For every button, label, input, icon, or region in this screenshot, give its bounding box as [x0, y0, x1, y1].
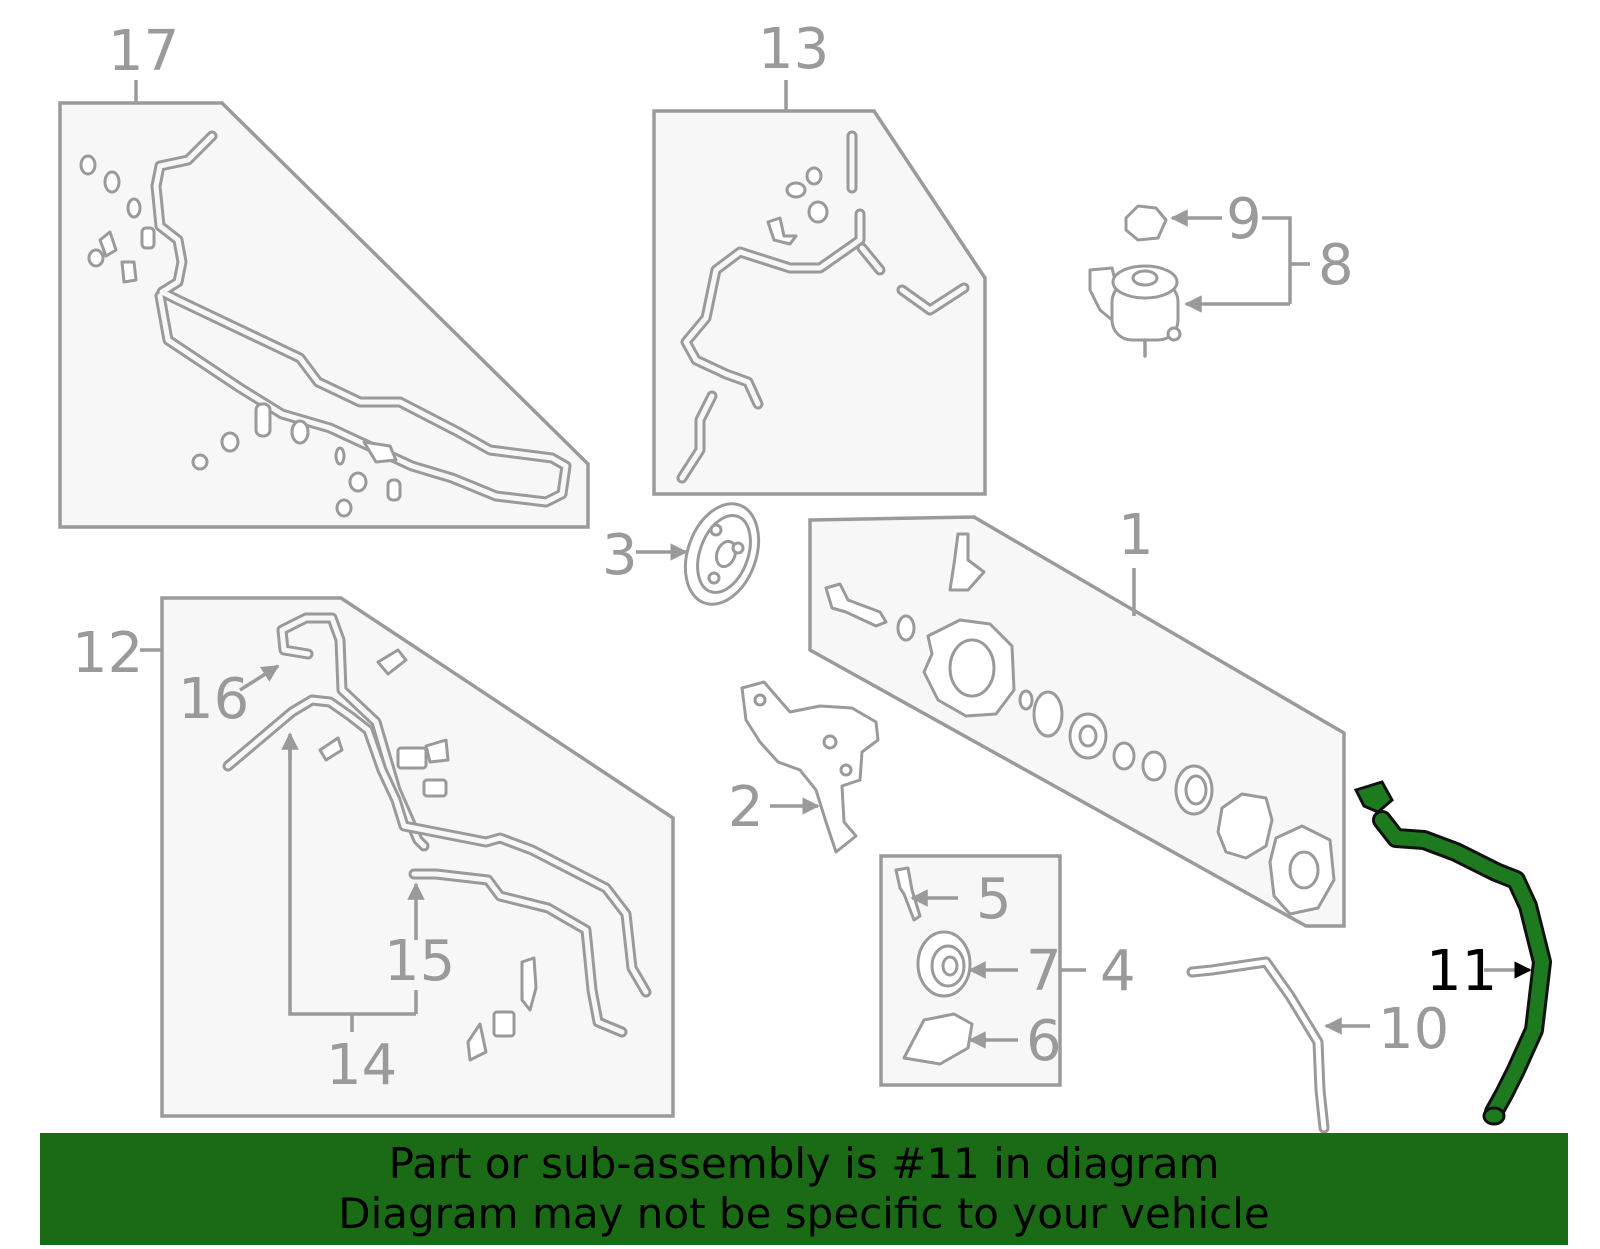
part-14-pipe	[222, 694, 652, 998]
part-6-cover	[902, 1012, 974, 1066]
callout-12: 12	[72, 621, 143, 686]
callout-5: 5	[976, 867, 1012, 932]
part-5-bolt	[894, 866, 922, 922]
part-10-return-hose	[1186, 956, 1330, 1134]
callout-11: 11	[1426, 939, 1497, 1004]
callout-1: 1	[1118, 503, 1154, 568]
callout-2: 2	[728, 775, 764, 840]
part-13-fittings	[766, 166, 829, 246]
part-3-pulley	[683, 502, 761, 606]
panel-1: 1	[808, 503, 1346, 928]
callout-17: 17	[108, 19, 179, 84]
callout-15: 15	[384, 929, 455, 994]
callout-6: 6	[1026, 1009, 1062, 1074]
part-13-line	[676, 130, 970, 484]
part-12-fittings	[318, 648, 538, 1062]
part-17-fittings	[79, 154, 402, 518]
part-15-pipe	[408, 868, 628, 1038]
callout-3: 3	[602, 523, 638, 588]
banner-line-2: Diagram may not be specific to your vehi…	[338, 1189, 1270, 1238]
callout-13: 13	[758, 17, 829, 82]
panel-17: 17	[58, 19, 590, 529]
callout-8: 8	[1318, 233, 1354, 298]
callout-4: 4	[1100, 939, 1136, 1004]
part-7-idler-pulley	[916, 930, 972, 998]
part-1-components	[824, 532, 1336, 916]
part-11-pressure-hose	[1353, 780, 1552, 1126]
info-banner: Part or sub-assembly is #11 in diagram D…	[40, 1133, 1568, 1245]
callout-14: 14	[326, 1033, 397, 1098]
part-9-cap	[1124, 204, 1168, 242]
callout-9: 9	[1226, 187, 1262, 252]
callout-7: 7	[1026, 939, 1062, 1004]
panel-13: 13	[652, 17, 987, 496]
callout-10: 10	[1378, 997, 1449, 1062]
callout-16: 16	[178, 667, 249, 732]
part-8-reservoir	[1088, 264, 1182, 358]
part-2-bracket	[740, 680, 880, 854]
banner-line-1: Part or sub-assembly is #11 in diagram	[388, 1139, 1220, 1188]
